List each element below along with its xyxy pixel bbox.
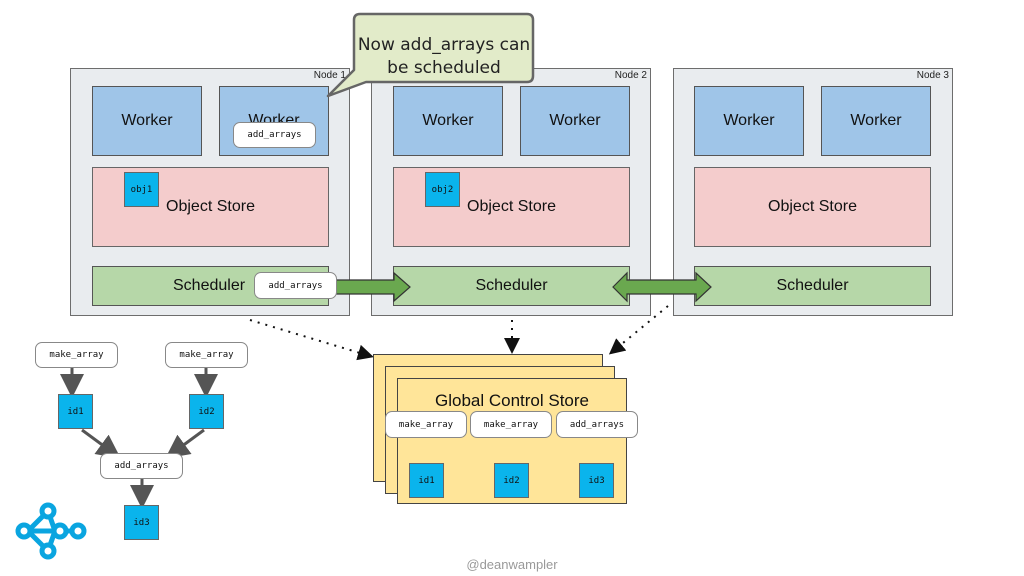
- scheduler-transfer-arrow: [331, 271, 411, 303]
- worker-box: Worker: [694, 86, 804, 156]
- worker-box: Worker: [393, 86, 503, 156]
- object-obj2: obj2: [425, 172, 460, 207]
- node-label: Node 3: [916, 70, 949, 81]
- graph-arrow-4: [165, 428, 205, 459]
- graph-object-id2: id2: [189, 394, 224, 429]
- graph-task-make-array-1: make_array: [35, 342, 118, 368]
- scheduler-label: Scheduler: [173, 277, 246, 294]
- author-credit: @deanwampler: [466, 557, 558, 572]
- node-label: Node 2: [614, 70, 647, 81]
- worker-box: Worker: [821, 86, 931, 156]
- graph-arrow-3: [81, 428, 121, 459]
- node1-gcs-link: [249, 319, 374, 361]
- callout-shape: [326, 12, 535, 98]
- gcs-task-add-arrays: add_arrays: [556, 411, 638, 438]
- callout-line-1: Now add_arrays can: [357, 35, 531, 55]
- gcs-object-id3: id3: [579, 463, 614, 498]
- worker-task-add-arrays: add_arrays: [233, 122, 316, 148]
- gcs-task-make-array-2: make_array: [470, 411, 552, 438]
- worker-box: Worker: [92, 86, 202, 156]
- object-obj1: obj1: [124, 172, 159, 207]
- callout-line-2: be scheduled: [387, 58, 501, 78]
- callout-text: Now add_arrays can be scheduled: [356, 34, 532, 80]
- callout-bubble: [326, 12, 535, 98]
- node-label: Node 1: [313, 70, 346, 81]
- ray-logo-icon: [15, 502, 87, 560]
- graph-task-make-array-2: make_array: [165, 342, 248, 368]
- gcs-object-id2: id2: [494, 463, 529, 498]
- graph-object-id1: id1: [58, 394, 93, 429]
- graph-task-add-arrays: add_arrays: [100, 453, 183, 479]
- scheduler-bidirectional-arrow: [612, 271, 712, 303]
- worker-box: Worker: [520, 86, 630, 156]
- gcs-task-make-array-1: make_array: [385, 411, 467, 438]
- gcs-object-id1: id1: [409, 463, 444, 498]
- scheduler-task-add-arrays: add_arrays: [254, 272, 337, 299]
- graph-object-id3: id3: [124, 505, 159, 540]
- object-store: Object Store: [694, 167, 931, 247]
- gcs-title: Global Control Store: [434, 391, 590, 410]
